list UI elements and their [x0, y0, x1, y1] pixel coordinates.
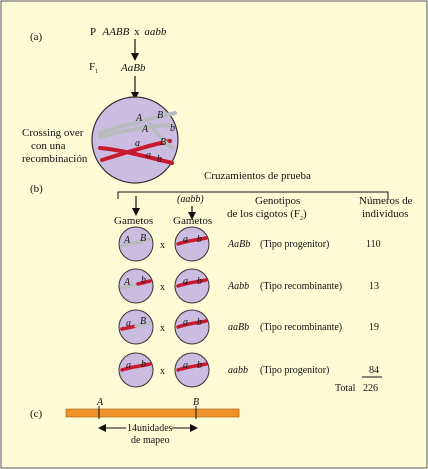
locus-a-label: A	[96, 397, 104, 408]
svg-text:a: a	[183, 276, 188, 287]
chromosome-map-bar	[65, 408, 240, 418]
map-distance-label: 14unidades de mapeo	[127, 423, 175, 446]
svg-text:A: A	[141, 124, 149, 135]
svg-text:x: x	[160, 323, 165, 334]
svg-text:x: x	[160, 240, 165, 251]
svg-text:x: x	[160, 282, 165, 293]
svg-text:110: 110	[366, 239, 381, 250]
svg-text:(Tipo recombinante): (Tipo recombinante)	[260, 281, 342, 292]
numbers-header: Números de individuos	[359, 195, 415, 220]
svg-text:AaBb: AaBb	[227, 239, 250, 250]
svg-text:84: 84	[369, 365, 379, 376]
gametes-right-label: Gametos	[173, 215, 212, 227]
locus-b-label: B	[193, 397, 199, 408]
svg-text:Aabb: Aabb	[227, 281, 249, 292]
svg-text:B: B	[140, 316, 146, 327]
svg-text:a: a	[183, 317, 188, 328]
gray-crossover-segment	[148, 122, 174, 150]
svg-text:b: b	[197, 276, 202, 287]
panel-label-c: (c)	[30, 408, 43, 420]
crossing-over-cell: A B A b a B a b	[91, 96, 179, 184]
total-label: Total	[335, 383, 356, 394]
tester-genotype: (aabb)	[177, 194, 204, 205]
svg-text:a: a	[135, 138, 140, 149]
panel-label-a: (a)	[30, 31, 43, 43]
svg-text:a: a	[183, 360, 188, 371]
svg-text:b: b	[197, 234, 202, 245]
testcross-row: A b x a b Aabb (Tipo recombinante) 13	[118, 268, 379, 304]
svg-text:a: a	[126, 318, 131, 329]
svg-text:b: b	[157, 154, 162, 165]
svg-text:B: B	[160, 137, 166, 148]
svg-text:b: b	[197, 317, 202, 328]
svg-text:19: 19	[369, 322, 379, 333]
svg-text:(Tipo recombinante): (Tipo recombinante)	[260, 322, 342, 333]
testcross-row: a B x a b aaBb (Tipo recombinante) 19	[118, 309, 379, 345]
total-value: 226	[363, 383, 378, 394]
svg-text:b: b	[141, 359, 146, 370]
gray-chromatid-2	[98, 123, 172, 139]
f1-label: F1	[89, 61, 98, 75]
svg-text:A: A	[123, 235, 131, 246]
testcross-row: A B x a b AaBb (Tipo progenitor) 110	[118, 226, 381, 262]
svg-text:b: b	[141, 275, 146, 286]
svg-text:b: b	[197, 360, 202, 371]
svg-text:a: a	[126, 360, 131, 371]
testcross-title: Cruzamientos de prueba	[204, 170, 311, 182]
svg-text:aabb: aabb	[228, 365, 248, 376]
svg-text:x: x	[160, 366, 165, 377]
gray-chromatid-1	[98, 111, 177, 135]
svg-text:B: B	[157, 110, 163, 121]
svg-text:(Tipo progenitor): (Tipo progenitor)	[260, 365, 329, 376]
svg-text:a: a	[146, 150, 151, 161]
svg-text:b: b	[170, 123, 175, 134]
crossing-over-label: Crossing over con una recombinación	[22, 127, 88, 165]
gametes-left-label: Gametos	[114, 215, 153, 227]
parental-cross: P AABB x aabb	[90, 26, 167, 38]
red-chromatid-1	[98, 146, 174, 165]
panel-label-b: (b)	[30, 183, 43, 195]
f1-genotype: AaBb	[120, 62, 146, 74]
svg-text:B: B	[140, 233, 146, 244]
svg-text:A: A	[135, 113, 143, 124]
svg-text:aaBb: aaBb	[228, 322, 249, 333]
svg-text:A: A	[123, 277, 131, 288]
svg-text:(Tipo progenitor): (Tipo progenitor)	[260, 239, 329, 250]
testcross-row: a b x a b aabb (Tipo progenitor) 84	[118, 352, 379, 388]
svg-text:13: 13	[369, 281, 379, 292]
svg-text:a: a	[183, 234, 188, 245]
testcross-bracket	[117, 191, 389, 199]
genotypes-header: Genotipos de los cigotos (F2)	[227, 195, 307, 222]
